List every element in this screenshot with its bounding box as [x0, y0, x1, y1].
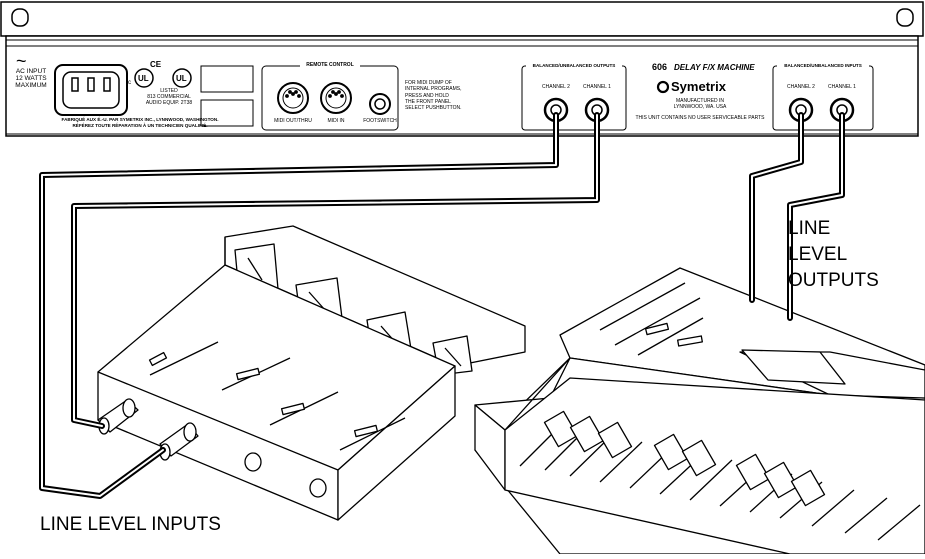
service-warning: THIS UNIT CONTAINS NO USER SERVICEABLE P… — [635, 115, 765, 121]
ce-mark: CE — [150, 60, 162, 69]
fader-knob — [235, 367, 261, 381]
black-key — [569, 415, 605, 453]
brand-name: Symetrix — [671, 79, 726, 94]
cables-to-mixer — [39, 112, 600, 499]
pitch-slider — [677, 335, 703, 347]
keyboard — [474, 267, 925, 555]
rack-unit — [0, 1, 924, 137]
ul-mark-icon — [172, 68, 192, 88]
keyboard-display — [741, 349, 846, 385]
ac-symbol: ~ — [16, 51, 27, 71]
midi-in-connector — [320, 82, 352, 114]
cables-from-keyboard — [749, 112, 845, 321]
rack-top-rail — [0, 1, 924, 37]
power-inlet — [54, 64, 128, 116]
rack-ear-hole-right — [896, 8, 914, 27]
line-level-inputs-callout: LINE LEVEL INPUTS — [40, 514, 221, 535]
mixer-side-face — [337, 365, 456, 521]
midi-dump-note: FOR MIDI DUMP OF INTERNAL PROGRAMS, PRES… — [405, 80, 462, 112]
blank-plate — [200, 65, 254, 93]
black-key — [735, 453, 771, 491]
ul-label: UL — [138, 74, 149, 83]
rear-panel — [5, 35, 919, 137]
midi-out-connector — [277, 82, 309, 114]
footswitch-label: FOOTSWITCH — [363, 118, 397, 124]
mixer-input-plug — [159, 422, 199, 461]
model-number: 606 — [652, 62, 668, 72]
inputs-box — [772, 65, 874, 131]
footswitch-jack — [369, 93, 391, 115]
midi-in-label: MIDI IN — [327, 118, 345, 124]
line-level-outputs-callout: LINE LEVEL OUTPUTS — [788, 218, 879, 291]
black-key — [543, 410, 579, 448]
mixer — [97, 225, 526, 521]
input-ch2-jack — [788, 97, 814, 123]
product-name: DELAY F/X MACHINE — [674, 63, 755, 72]
black-key — [597, 421, 633, 459]
remote-control-title: REMOTE CONTROL — [300, 62, 360, 69]
output-ch1-label: CHANNEL 1 — [583, 84, 611, 90]
rack-ear-hole-left — [11, 8, 29, 27]
input-ch1-label: CHANNEL 1 — [828, 84, 856, 90]
black-key — [790, 469, 826, 507]
black-key — [681, 439, 717, 477]
key-bed — [504, 377, 925, 555]
french-notice: FABRIQUÉ AUX É.-U. PAR SYMETRIX INC., LY… — [61, 117, 219, 128]
fader-knob — [353, 424, 379, 438]
black-key — [763, 461, 799, 499]
output-ch2-label: CHANNEL 2 — [542, 84, 570, 90]
power-rating-label: AC INPUT 12 WATTS MAXIMUM — [15, 68, 47, 89]
symetrix-logo-icon — [656, 80, 670, 94]
c-mark: c — [128, 80, 131, 86]
fader-knob — [148, 351, 168, 367]
mixer-knob — [244, 452, 262, 472]
ul-mark-icon — [134, 68, 154, 88]
manufactured-label: MANUFACTURED IN LYNNWOOD, WA. USA — [673, 98, 727, 110]
inputs-title: BALANCED/UNBALANCED INPUTS — [777, 62, 869, 69]
outputs-box — [521, 65, 627, 131]
listed-label: LISTED 813 COMMERCIAL AUDIO EQUIP. 2T38 — [145, 88, 193, 106]
outputs-title: BALANCED/UNBALANCED OUTPUTS — [526, 62, 622, 69]
black-key — [653, 433, 689, 471]
input-ch2-label: CHANNEL 2 — [787, 84, 815, 90]
pitch-slider — [644, 322, 670, 336]
ul-label: UL — [176, 74, 187, 83]
mixer-knob — [309, 478, 327, 498]
midi-out-label: MIDI OUT/THRU — [274, 118, 312, 124]
blank-plate — [200, 99, 254, 127]
fader-knob — [280, 402, 306, 416]
